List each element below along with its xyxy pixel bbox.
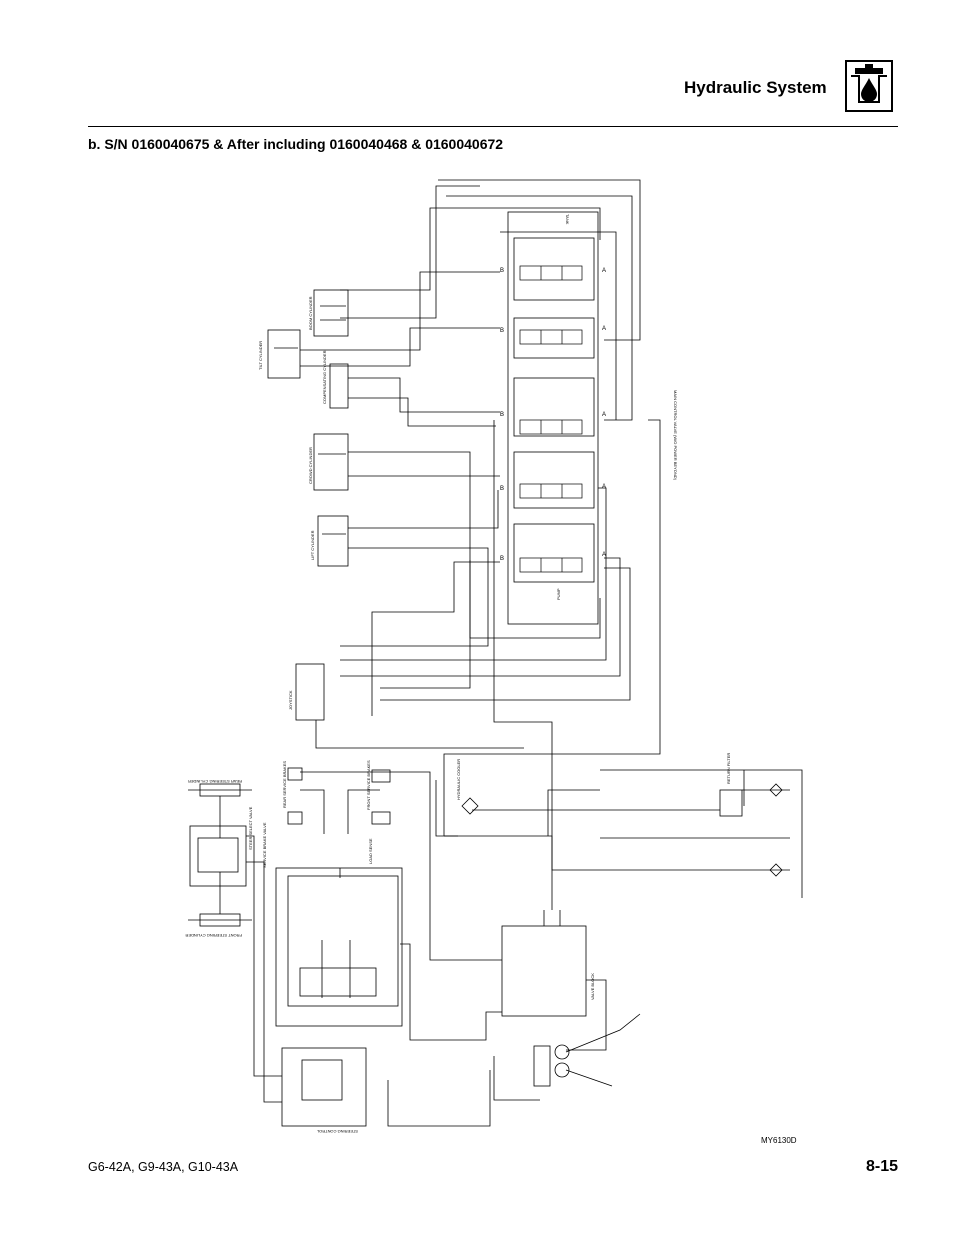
steering-control-label: STEERING CONTROL	[316, 1129, 358, 1134]
port-b-label: B	[500, 268, 504, 274]
page-subtitle: b. S/N 0160040675 & After including 0160…	[88, 136, 504, 152]
tilt-cylinder-label: TILT CYLINDER	[258, 341, 263, 370]
page-number: 8-15	[866, 1158, 899, 1175]
service-brake-valve-label: SERVICE BRAKE VALVE	[262, 822, 267, 868]
port-b-label: B	[500, 556, 504, 562]
port-b-label: B	[500, 486, 504, 492]
port-a-label: A	[602, 326, 606, 332]
main-control-valve-label: MAIN CONTROL VALVE (W/O POWER BEYOND)	[673, 390, 678, 481]
pump-label: PUMP	[556, 588, 561, 600]
joystick-label: JOYSTICK	[288, 690, 293, 710]
rear-steering-cylinder-label: REAR STEERING CYLINDER	[188, 779, 242, 784]
boom-cylinder-label: BOOM CYLINDER	[308, 296, 313, 330]
port-a-label: A	[602, 412, 606, 418]
crowd-cylinder-label: CROWD CYLINDER	[308, 447, 313, 484]
hydraulic-cooler-label: HYDRAULIC COOLER	[456, 759, 461, 800]
valve-block-label: VALVE BLOCK	[590, 973, 595, 1000]
footer-models: G6-42A, G9-43A, G10-43A	[88, 1160, 239, 1174]
hydraulic-drop-icon	[845, 60, 893, 112]
header-rule	[88, 126, 898, 127]
load-sense-label: LOAD SENSE	[368, 838, 373, 864]
port-a-label: A	[602, 484, 606, 490]
section-title: Hydraulic System	[684, 78, 827, 97]
compensating-cylinder-label: COMPENSATING CYLINDER	[322, 350, 327, 404]
rear-service-brakes-label: REAR SERVICE BRAKES	[282, 761, 287, 808]
return-filter-label: RETURN FILTER	[726, 753, 731, 784]
port-b-label: B	[500, 412, 504, 418]
lift-cylinder-label: LIFT CYLINDER	[310, 530, 315, 560]
tank-label: TANK	[565, 214, 570, 225]
port-a-label: A	[602, 552, 606, 558]
steer-select-valve-label: STEER SELECT VALVE	[248, 806, 253, 850]
port-b-label: B	[500, 328, 504, 334]
front-steering-cylinder-label: FRONT STEERING CYLINDER	[185, 933, 242, 938]
figure-code: MY6130D	[761, 1136, 797, 1145]
front-service-brakes-label: FRONT SERVICE BRAKES	[366, 760, 371, 810]
port-a-label: A	[602, 268, 606, 274]
